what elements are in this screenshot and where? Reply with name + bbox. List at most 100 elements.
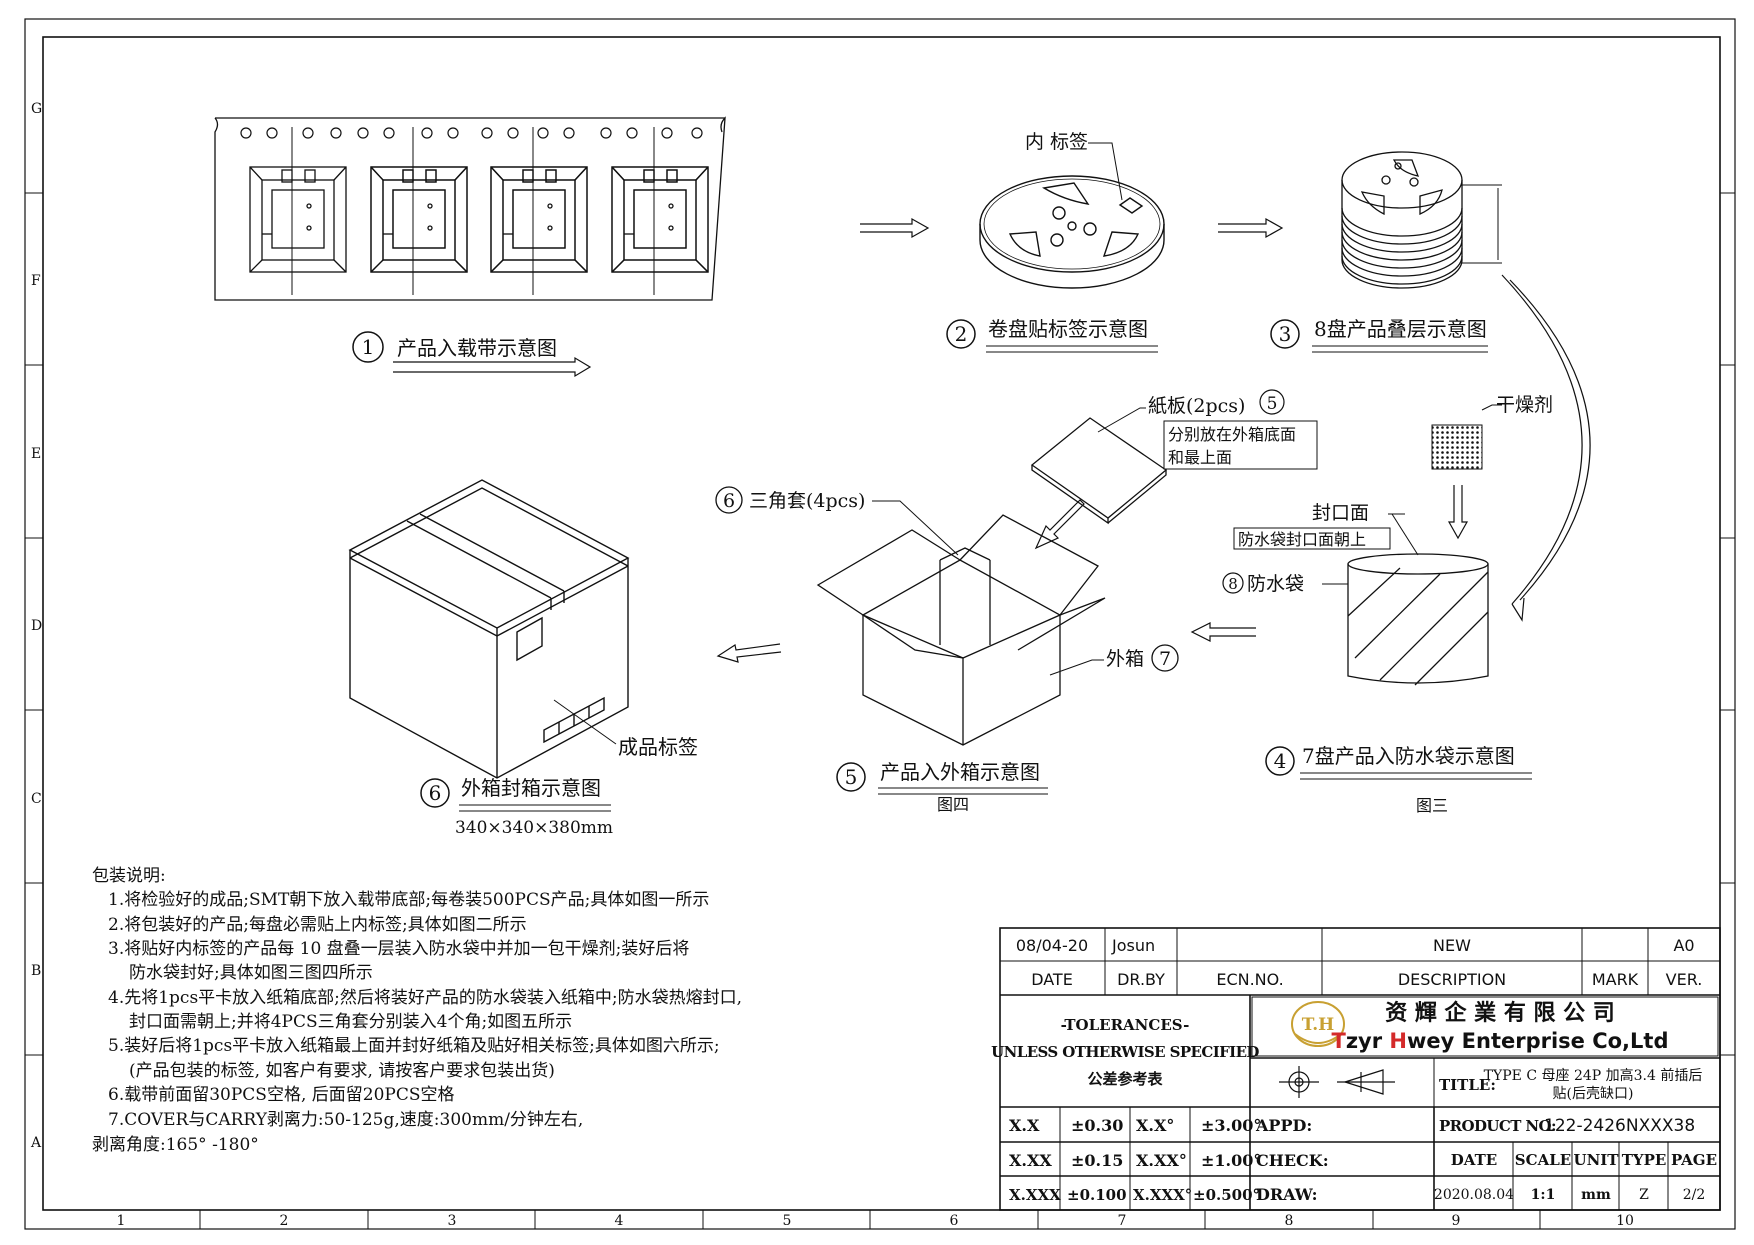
hollow-arrow-4-5 <box>1190 622 1256 642</box>
note-line: 6.载带前面留30PCS空格, 后面留20PCS空格 <box>108 1085 454 1105</box>
zone-number: 1 <box>117 1213 126 1229</box>
step2-label: 2 卷盘贴标签示意图 <box>946 317 1158 353</box>
zone-number: 4 <box>615 1213 624 1229</box>
zone-ticks <box>25 192 1735 1229</box>
product-no-label: PRODUCT NO: <box>1439 1117 1556 1135</box>
approval-labels: APPD: CHECK: DRAW: <box>1255 1116 1329 1204</box>
hollow-arrow-5-6 <box>716 643 782 663</box>
step5-sub: 图四 <box>937 795 969 814</box>
hollow-arrow-desiccant-down <box>1447 485 1469 540</box>
revision-row: 08/04-20 Josun NEW A0 <box>1016 936 1695 955</box>
hollow-arrow-2-3 <box>1218 217 1284 239</box>
info-unit-value: mm <box>1581 1187 1611 1203</box>
desiccant-pack: 干燥剂 <box>1431 394 1553 470</box>
step2-number: 2 <box>955 322 968 346</box>
board-callout: 紙板(2pcs) 5 分别放在外箱底面 和最上面 <box>1097 389 1318 470</box>
corner-number: 6 <box>723 490 735 512</box>
header-ecn: ECN.NO. <box>1216 970 1283 989</box>
header-date: DATE <box>1031 970 1073 989</box>
header-desc: DESCRIPTION <box>1398 970 1506 989</box>
tol-xxx-value: ±0.100 <box>1067 1186 1127 1204</box>
zone-letter: C <box>31 791 42 807</box>
info-unit-header: UNIT <box>1574 1151 1620 1169</box>
product-no-value: 122-2426NXXX38 <box>1544 1116 1695 1136</box>
info-scale-header: SCALE <box>1515 1151 1571 1169</box>
revision-header: DATE DR.BY ECN.NO. DESCRIPTION MARK VER. <box>1031 970 1702 989</box>
reel-with-label <box>979 175 1165 289</box>
step6-number: 6 <box>429 781 442 805</box>
sealed-carton <box>348 479 630 779</box>
outer-box-label: 外箱 <box>1106 648 1144 670</box>
zone-letter: E <box>31 446 41 462</box>
info-header-row: DATE SCALE UNIT TYPE PAGE <box>1451 1151 1717 1169</box>
step3-title: 8盘产品叠层示意图 <box>1314 317 1487 341</box>
title-label: TITLE: <box>1439 1076 1496 1094</box>
zone-number: 8 <box>1285 1213 1294 1229</box>
note-line: 5.装好后将1pcs平卡放入纸箱最上面并封好纸箱及贴好相关标签;具体如图六所示; <box>108 1036 720 1056</box>
step6-label: 6 外箱封箱示意图 340×340×380mm <box>420 776 613 838</box>
seal-note: 防水袋封口面朝上 <box>1238 530 1366 549</box>
zone-number: 9 <box>1452 1213 1461 1229</box>
company-logo: T.H <box>1291 1001 1345 1047</box>
step6-size: 340×340×380mm <box>455 818 613 838</box>
board-insert-arrow <box>1034 499 1085 550</box>
rev-by: Josun <box>1111 936 1155 955</box>
product-label-text: 成品标签 <box>618 735 698 759</box>
board-number: 5 <box>1267 394 1278 414</box>
inner-label-callout: 内 标签 <box>1025 131 1123 201</box>
product-label-callout: 成品标签 <box>553 699 698 759</box>
packing-notes: 包装说明: 1.将检验好的成品;SMT朝下放入载带底部;每卷装500PCS产品;… <box>92 866 742 1155</box>
bag-callout: 8 防水袋 <box>1222 572 1348 595</box>
info-type-header: TYPE <box>1622 1151 1667 1169</box>
step1-label: 1 产品入载带示意图 <box>352 331 557 363</box>
zone-row-letters: G F E D C B A <box>30 101 42 1151</box>
title-line-2: 贴(后壳缺口) <box>1553 1085 1634 1102</box>
reel-stack <box>1341 151 1463 289</box>
tolerance-heading: -TOLERANCES- UNLESS OTHERWISE SPECIFIED … <box>991 1016 1260 1088</box>
tol-xxx-angle-value: ±0.500° <box>1193 1186 1260 1204</box>
tolerance-title: -TOLERANCES- <box>1061 1016 1190 1034</box>
tol-x-angle-value: ±3.00° <box>1201 1116 1261 1135</box>
step4-title: 7盘产品入防水袋示意图 <box>1302 744 1515 768</box>
board-note-1: 分别放在外箱底面 <box>1168 425 1296 444</box>
carrier-tape-pockets-2-4 <box>370 127 709 295</box>
step5-title: 产品入外箱示意图 <box>880 760 1040 784</box>
hollow-arrow-step1 <box>393 356 592 378</box>
zone-letter: B <box>31 963 41 979</box>
hollow-arrow-1-2 <box>860 217 930 239</box>
tolerance-cn: 公差参考表 <box>1087 1070 1163 1088</box>
info-page-header: PAGE <box>1671 1151 1717 1169</box>
bag-number: 8 <box>1228 575 1238 593</box>
step6-title: 外箱封箱示意图 <box>461 776 601 800</box>
tol-xx-angle-value: ±1.00° <box>1201 1151 1261 1170</box>
step3-number: 3 <box>1279 322 1292 346</box>
board-note-2: 和最上面 <box>1168 448 1232 467</box>
rev-date: 08/04-20 <box>1016 936 1088 955</box>
info-date-value: 2020.08.04 <box>1434 1187 1514 1203</box>
tol-x-angle: X.X° <box>1136 1116 1174 1135</box>
header-ver: VER. <box>1666 970 1703 989</box>
draw-label: DRAW: <box>1256 1185 1318 1204</box>
tol-xx: X.XX <box>1009 1151 1052 1170</box>
desiccant-label: 干燥剂 <box>1496 394 1553 416</box>
curved-arrow-3-4 <box>1501 274 1591 622</box>
tol-x-value: ±0.30 <box>1071 1116 1123 1135</box>
step5-number: 5 <box>845 765 858 789</box>
notes-heading: 包装说明: <box>92 866 166 886</box>
title-line-1: TYPE C 母座 24P 加高3.4 前插后 <box>1484 1067 1703 1084</box>
info-type-value: Z <box>1639 1187 1649 1203</box>
tolerance-subtitle: UNLESS OTHERWISE SPECIFIED <box>991 1043 1259 1061</box>
tolerance-table: X.X ±0.30 X.X° ±3.00° X.XX ±0.15 X.XX° ±… <box>1009 1116 1261 1204</box>
check-label: CHECK: <box>1256 1151 1329 1170</box>
title-field: TITLE: TYPE C 母座 24P 加高3.4 前插后 贴(后壳缺口) <box>1439 1067 1702 1102</box>
logo-text: T.H <box>1302 1015 1334 1035</box>
tol-x: X.X <box>1009 1116 1040 1135</box>
zone-letter: A <box>30 1135 42 1151</box>
board-label: 紙板(2pcs) <box>1148 395 1245 417</box>
step1-number: 1 <box>362 335 375 359</box>
header-mark: MARK <box>1592 970 1639 989</box>
zone-number: 5 <box>783 1213 792 1229</box>
product-number-field: PRODUCT NO: 122-2426NXXX38 <box>1439 1116 1695 1136</box>
bag-label: 防水袋 <box>1247 573 1304 595</box>
note-line: 2.将包装好的产品;每盘必需贴上内标签;具体如图二所示 <box>108 915 527 935</box>
